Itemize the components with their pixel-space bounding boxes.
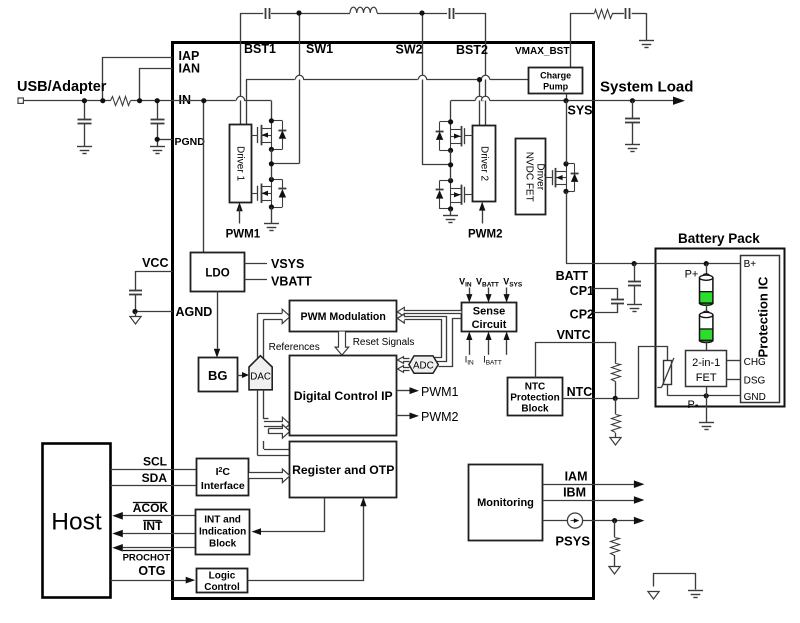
svg-text:VBATT: VBATT xyxy=(271,274,312,288)
svg-text:Monitoring: Monitoring xyxy=(477,497,534,509)
svg-text:Control: Control xyxy=(204,582,240,593)
svg-text:Interface: Interface xyxy=(201,480,245,492)
svg-text:IAN: IAN xyxy=(179,62,201,76)
svg-text:NTC: NTC xyxy=(567,385,593,399)
svg-text:VCC: VCC xyxy=(142,256,168,270)
svg-text:Block: Block xyxy=(209,539,237,550)
svg-text:VSYS: VSYS xyxy=(271,257,304,271)
svg-text:Sense: Sense xyxy=(473,306,505,318)
svg-text:Protection IC: Protection IC xyxy=(755,276,770,358)
svg-text:SW2: SW2 xyxy=(396,43,423,57)
svg-text:IAM: IAM xyxy=(565,470,588,484)
svg-text:DAC: DAC xyxy=(250,372,271,383)
svg-text:Digital Control IP: Digital Control IP xyxy=(294,389,393,403)
svg-text:Driver 1: Driver 1 xyxy=(234,146,245,181)
svg-text:AGND: AGND xyxy=(176,305,213,319)
svg-text:IAP: IAP xyxy=(179,49,200,63)
svg-text:System Load: System Load xyxy=(600,79,693,96)
svg-text:Battery Pack: Battery Pack xyxy=(678,231,760,246)
svg-text:ACOK: ACOK xyxy=(133,501,169,515)
svg-text:BST1: BST1 xyxy=(244,42,276,56)
svg-text:Charge: Charge xyxy=(540,71,571,81)
svg-text:2-in-1: 2-in-1 xyxy=(692,357,720,369)
svg-text:DSG: DSG xyxy=(744,376,766,387)
svg-text:IIN: IIN xyxy=(465,355,474,367)
svg-text:PSYS: PSYS xyxy=(555,534,590,549)
svg-text:Protection: Protection xyxy=(510,393,559,404)
svg-text:USB/Adapter: USB/Adapter xyxy=(17,79,107,95)
svg-text:VMAX_BST: VMAX_BST xyxy=(515,46,569,57)
svg-text:References: References xyxy=(269,342,320,353)
svg-text:SYS: SYS xyxy=(568,104,593,118)
svg-text:P-: P- xyxy=(688,399,699,411)
svg-text:LDO: LDO xyxy=(205,268,229,280)
svg-text:Circuit: Circuit xyxy=(472,319,507,331)
svg-text:BATT: BATT xyxy=(556,269,589,283)
svg-text:PWM2: PWM2 xyxy=(421,410,459,424)
svg-text:INT and: INT and xyxy=(204,515,241,526)
svg-text:SCL: SCL xyxy=(143,455,167,469)
svg-text:Block: Block xyxy=(521,404,549,415)
svg-text:CP1: CP1 xyxy=(570,284,594,298)
svg-text:Driver 2: Driver 2 xyxy=(478,146,489,181)
svg-text:BST2: BST2 xyxy=(456,43,488,57)
svg-text:ADC: ADC xyxy=(413,360,434,371)
svg-text:FET: FET xyxy=(696,372,717,384)
svg-text:Register and OTP: Register and OTP xyxy=(292,463,394,477)
svg-text:Host: Host xyxy=(51,509,102,536)
svg-text:I2C: I2C xyxy=(216,466,231,478)
svg-text:SW1: SW1 xyxy=(306,42,333,56)
svg-text:PWM1: PWM1 xyxy=(421,385,459,399)
svg-text:Pump: Pump xyxy=(543,82,569,92)
svg-text:PWM Modulation: PWM Modulation xyxy=(301,311,386,323)
svg-text:Reset Signals: Reset Signals xyxy=(353,337,415,348)
svg-text:CHG: CHG xyxy=(744,357,766,368)
svg-text:VNTC: VNTC xyxy=(557,328,591,342)
svg-text:Driver: Driver xyxy=(534,163,545,190)
svg-text:Indication: Indication xyxy=(199,527,246,538)
svg-text:P+: P+ xyxy=(685,269,699,281)
svg-text:B+: B+ xyxy=(744,259,757,270)
svg-text:PGND: PGND xyxy=(175,136,206,148)
svg-text:IBM: IBM xyxy=(563,486,586,500)
svg-text:GND: GND xyxy=(744,392,766,403)
svg-text:PROCHOT: PROCHOT xyxy=(123,553,171,564)
svg-text:SDA: SDA xyxy=(142,471,168,485)
svg-text:NVDC FET: NVDC FET xyxy=(523,152,534,202)
svg-text:INT: INT xyxy=(143,519,163,533)
svg-text:OTG: OTG xyxy=(138,564,165,578)
svg-text:Logic: Logic xyxy=(209,571,236,582)
svg-text:NTC: NTC xyxy=(525,382,546,393)
svg-text:BG: BG xyxy=(208,368,228,383)
svg-text:PWM2: PWM2 xyxy=(468,229,503,241)
svg-text:CP2: CP2 xyxy=(570,308,594,322)
svg-text:PWM1: PWM1 xyxy=(226,229,261,241)
